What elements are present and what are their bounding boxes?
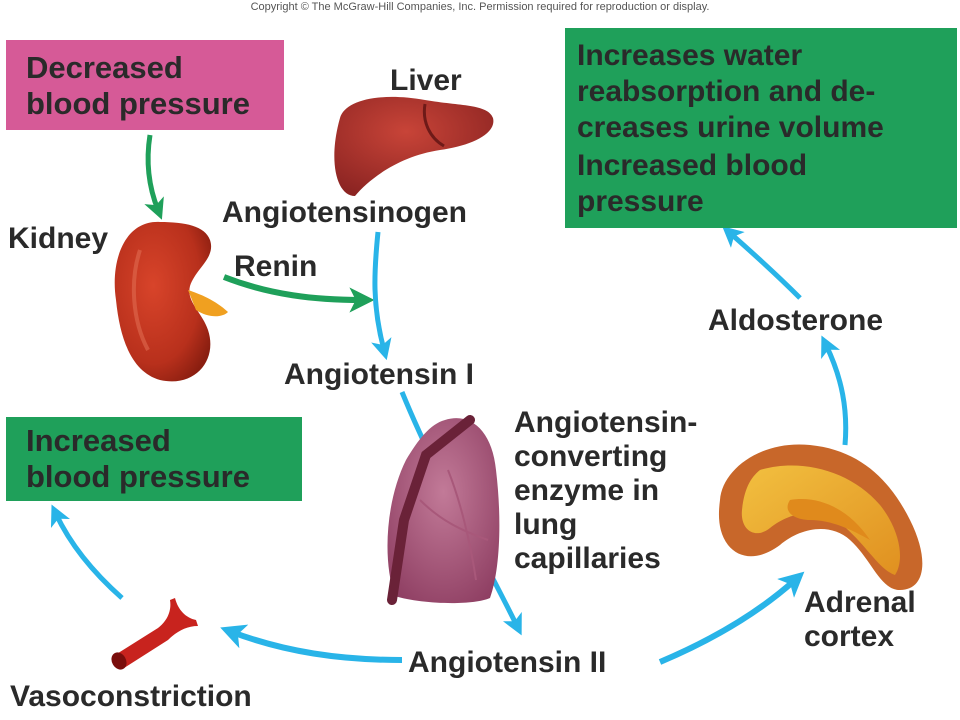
liver-label: Liver	[390, 64, 462, 97]
copyright-notice: Copyright © The McGraw-Hill Companies, I…	[250, 1, 710, 13]
outcome-left-line2: blood pressure	[26, 459, 250, 494]
arrow-angiotensin-ii-to-adrenal	[658, 571, 805, 665]
arrow-angiotensin-ii-to-vaso	[220, 624, 403, 663]
arrow-vaso-to-increased-bp	[50, 504, 124, 600]
arrow-aldosterone-to-outcome	[722, 226, 802, 300]
ace-line2: converting	[514, 440, 668, 473]
adrenal-line2: cortex	[804, 620, 895, 653]
outcome-right-line1: Increases water	[577, 39, 803, 72]
liver-illustration	[334, 96, 494, 196]
kidney-label: Kidney	[8, 222, 109, 255]
outcome-box-left: Increased blood pressure	[6, 417, 302, 501]
angiotensinogen-label: Angiotensinogen	[222, 196, 467, 229]
decreased-bp-line1: Decreased	[26, 50, 183, 85]
adrenal-line1: Adrenal	[804, 586, 916, 619]
angiotensin-i-label: Angiotensin I	[284, 358, 474, 391]
decreased-blood-pressure-box: Decreased blood pressure	[6, 40, 284, 130]
outcome-right-line5: pressure	[577, 185, 704, 218]
arrow-angiotensinogen-to-angiotensin-i	[371, 231, 392, 361]
arrow-adrenal-to-aldosterone	[821, 335, 849, 446]
renin-label: Renin	[234, 250, 318, 283]
ace-line1: Angiotensin-	[514, 406, 698, 439]
ace-line5: capillaries	[514, 542, 661, 575]
outcome-left-line1: Increased	[26, 423, 171, 458]
outcome-right-line4: Increased blood	[577, 149, 808, 182]
arrow-decreased-bp-to-kidney	[144, 134, 164, 220]
lung-illustration	[387, 415, 500, 605]
ace-label: Angiotensin- converting enzyme in lung c…	[514, 406, 697, 576]
outcome-right-line3: creases urine volume	[577, 111, 884, 144]
angiotensin-ii-label: Angiotensin II	[408, 646, 607, 679]
kidney-illustration	[114, 221, 228, 382]
ace-line4: lung	[514, 508, 578, 541]
adrenal-cortex-label: Adrenal cortex	[804, 586, 916, 654]
adrenal-illustration	[718, 444, 923, 590]
outcome-right-line2: reabsorption and de-	[577, 75, 876, 108]
vasoconstriction-label: Vasoconstriction	[10, 680, 252, 713]
outcome-box-right: Increases water reabsorption and de- cre…	[565, 28, 957, 228]
blood-vessel-illustration	[111, 598, 198, 670]
ace-line3: enzyme in	[514, 474, 660, 507]
aldosterone-label: Aldosterone	[708, 304, 884, 337]
decreased-bp-line2: blood pressure	[26, 86, 250, 121]
arrow-renin	[222, 274, 375, 313]
